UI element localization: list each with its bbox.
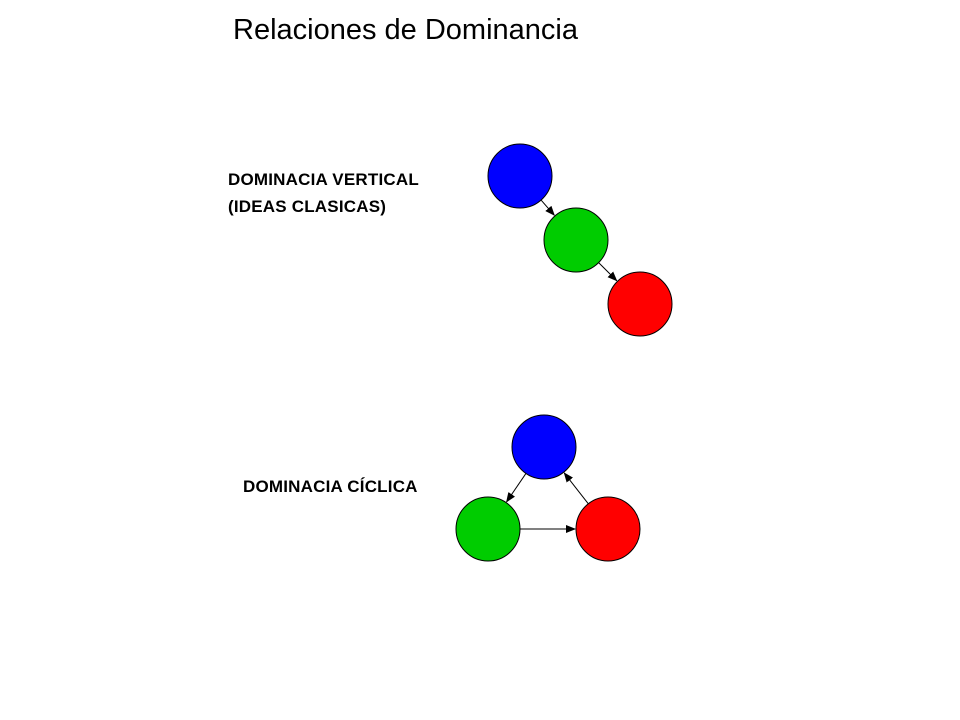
vertical-arrow-blue-to-green xyxy=(540,199,555,216)
cyclic-arrow-red-to-blue xyxy=(563,472,589,505)
vertical-blue-node xyxy=(487,143,553,209)
vertical-green-node xyxy=(543,207,609,273)
vertical-label-line-2: (IDEAS CLASICAS) xyxy=(228,197,387,216)
cyclic-blue-node xyxy=(511,414,577,480)
cyclic-dominance-diagram xyxy=(455,414,641,562)
cyclic-green-node xyxy=(455,496,521,562)
page-title: Relaciones de Dominancia xyxy=(233,14,578,46)
vertical-dominance-diagram xyxy=(487,143,673,337)
vertical-label-line-1: DOMINACIA VERTICAL xyxy=(228,170,419,189)
vertical-arrow-green-to-red xyxy=(598,262,618,282)
cyclic-red-node xyxy=(575,496,641,562)
cyclic-dominance-label: DOMINACIA CÍCLICA xyxy=(243,477,418,496)
cyclic-arrow-blue-to-green xyxy=(506,473,527,503)
vertical-dominance-label: DOMINACIA VERTICAL (IDEAS CLASICAS) xyxy=(228,166,419,220)
vertical-red-node xyxy=(607,271,673,337)
